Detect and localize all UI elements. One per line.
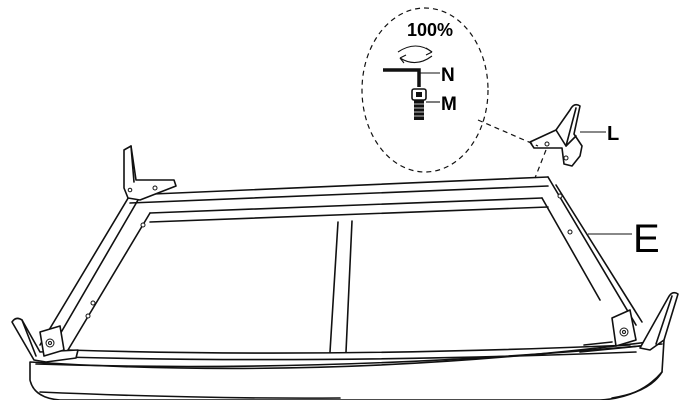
rotation-arrows-icon xyxy=(397,45,433,64)
leg-left-back xyxy=(123,145,177,201)
hex-key-icon xyxy=(383,68,440,87)
frame-e xyxy=(39,176,643,361)
bolt-icon xyxy=(411,88,440,120)
leg-right-front xyxy=(579,291,679,353)
callout-bubble xyxy=(361,7,489,173)
frame-base xyxy=(29,339,665,400)
part-l-label: L xyxy=(607,123,619,145)
part-e-label: E xyxy=(633,217,660,261)
part-n-label: N xyxy=(441,65,455,86)
torque-label: 100% xyxy=(407,20,453,40)
leg-l xyxy=(529,103,583,167)
alignment-line xyxy=(534,149,547,179)
leg-left-front xyxy=(11,317,79,363)
part-m-label: M xyxy=(441,94,457,115)
callout-leader xyxy=(477,119,539,147)
detail-callout: 100% N M xyxy=(361,7,539,173)
